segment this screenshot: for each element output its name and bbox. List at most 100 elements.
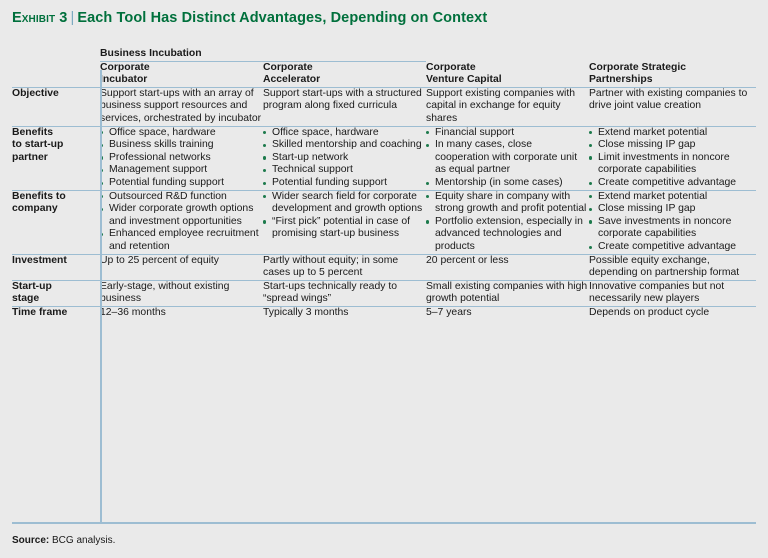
cell-text: Up to 25 percent of equity	[100, 254, 219, 266]
cell-objective-accelerator: Support start-ups with a structured prog…	[263, 86, 426, 127]
cell-text: Small existing companies with high growt…	[426, 280, 588, 305]
bullet-item: Save investments in noncore corporate ca…	[589, 216, 756, 241]
label-line: partner	[12, 151, 48, 163]
label-line: company	[12, 203, 58, 215]
cell-time-frame-partnerships: Depends on product cycle	[589, 305, 756, 320]
source-note: Source: BCG analysis.	[12, 534, 115, 547]
cell-text: Support existing companies with capital …	[426, 87, 576, 124]
source-text: BCG analysis.	[49, 535, 116, 546]
cell-text: Innovative companies but not necessarily…	[589, 280, 725, 305]
table-row: Objective Support start-ups with an arra…	[12, 86, 756, 127]
cell-text: 20 percent or less	[426, 254, 509, 266]
cell-startup-stage-partnerships: Innovative companies but not necessarily…	[589, 279, 756, 307]
label-line: stage	[12, 293, 40, 305]
column-header-corporate-incubator: Corporate Incubator	[100, 62, 263, 88]
cell-text: Start-ups technically ready to “spread w…	[263, 280, 397, 305]
table-row: Time frame 12–36 months Typically 3 mont…	[12, 305, 756, 320]
label-column-divider	[100, 70, 102, 524]
bullet-item: Equity share in company with strong grow…	[426, 191, 589, 216]
cell-investment-accelerator: Partly without equity; in some cases up …	[263, 253, 426, 281]
bullet-item: Portfolio extension, especially in advan…	[426, 216, 589, 254]
cell-objective-incubator: Support start-ups with an array of busin…	[100, 86, 263, 127]
column-header-corporate-accelerator: Corporate Accelerator	[263, 62, 426, 88]
col3-line2: Venture Capital	[426, 74, 502, 86]
table-bottom-rule	[12, 522, 756, 524]
bullet-item: Potential funding support	[100, 177, 263, 190]
bullet-list: Equity share in company with strong grow…	[426, 191, 589, 254]
table-row: Benefits to company Outsourced R&D funct…	[12, 189, 756, 254]
title-separator: |	[70, 10, 75, 26]
bullet-item: In many cases, close cooperation with co…	[426, 139, 589, 177]
cell-text: Partner with existing companies to drive…	[589, 87, 748, 112]
bullet-item: Mentorship (in some cases)	[426, 177, 589, 190]
cell-startup-stage-incubator: Early-stage, without existing business	[100, 279, 263, 307]
bullet-item: Close missing IP gap	[589, 139, 756, 152]
table-row: Investment Up to 25 percent of equity Pa…	[12, 253, 756, 281]
group-header-rule-row	[12, 60, 756, 62]
group-rule	[100, 60, 426, 62]
bullet-item: Close missing IP gap	[589, 203, 756, 216]
cell-text: Depends on product cycle	[589, 306, 710, 318]
bullet-item: Business skills training	[100, 139, 263, 152]
cell-time-frame-incubator: 12–36 months	[100, 305, 263, 320]
group-header-spacer-2	[426, 48, 589, 61]
col1-line2: Incubator	[100, 74, 148, 86]
row-label-investment: Investment	[12, 253, 100, 281]
row-label-benefits-to-company: Benefits to company	[12, 189, 100, 254]
table-row: Benefits to start-up partner Office spac…	[12, 125, 756, 191]
bullet-item: Management support	[100, 164, 263, 177]
column-header-blank	[12, 62, 100, 88]
label-line: Start-up	[12, 280, 52, 292]
col2-line2: Accelerator	[263, 74, 321, 86]
title-text: Each Tool Has Distinct Advantages, Depen…	[77, 10, 488, 26]
group-header-spacer-3	[589, 48, 756, 61]
comparison-table: Business Incubation Corporate Incubator …	[12, 48, 756, 320]
cell-objective-venture-capital: Support existing companies with capital …	[426, 86, 589, 127]
bullet-item: Wider search field for corporate develop…	[263, 191, 426, 216]
cell-text: Support start-ups with a structured prog…	[263, 87, 422, 112]
bullet-list: Wider search field for corporate develop…	[263, 191, 426, 241]
bullet-item: “First pick” potential in case of promis…	[263, 216, 426, 241]
bullet-item: Outsourced R&D function	[100, 191, 263, 204]
col3-line1: Corporate	[426, 61, 476, 73]
cell-text: Support start-ups with an array of busin…	[100, 87, 262, 124]
bullet-item: Extend market potential	[589, 127, 756, 140]
group-header-spacer	[12, 48, 100, 61]
bullet-item: Create competitive advantage	[589, 177, 756, 190]
bullet-item: Skilled mentorship and coaching	[263, 139, 426, 152]
cell-investment-venture-capital: 20 percent or less	[426, 253, 589, 281]
bullet-item: Limit investments in noncore corporate c…	[589, 152, 756, 177]
cell-benefits-company-accelerator: Wider search field for corporate develop…	[263, 189, 426, 254]
label-line: Benefits to	[12, 190, 66, 202]
bullet-item: Create competitive advantage	[589, 241, 756, 254]
cell-text: Typically 3 months	[263, 306, 349, 318]
row-label-startup-stage: Start-up stage	[12, 279, 100, 307]
exhibit-number: Exhibit 3	[12, 10, 68, 26]
cell-text: Possible equity exchange, depending on p…	[589, 254, 740, 279]
bullet-item: Start-up network	[263, 152, 426, 165]
group-header-row: Business Incubation	[12, 48, 756, 61]
group-header-business-incubation: Business Incubation	[100, 48, 202, 59]
label-line: Benefits	[12, 126, 53, 138]
cell-time-frame-venture-capital: 5–7 years	[426, 305, 589, 320]
col1-line1: Corporate	[100, 61, 150, 73]
row-label-time-frame: Time frame	[12, 305, 100, 320]
col4-line2: Partnerships	[589, 74, 653, 86]
column-header-row: Corporate Incubator Corporate Accelerato…	[12, 62, 756, 88]
bullet-item: Financial support	[426, 127, 589, 140]
col2-line1: Corporate	[263, 61, 313, 73]
bullet-item: Technical support	[263, 164, 426, 177]
bullet-item: Office space, hardware	[263, 127, 426, 140]
bullet-item: Potential funding support	[263, 177, 426, 190]
table-row: Start-up stage Early-stage, without exis…	[12, 279, 756, 307]
col4-line1: Corporate Strategic	[589, 61, 687, 73]
